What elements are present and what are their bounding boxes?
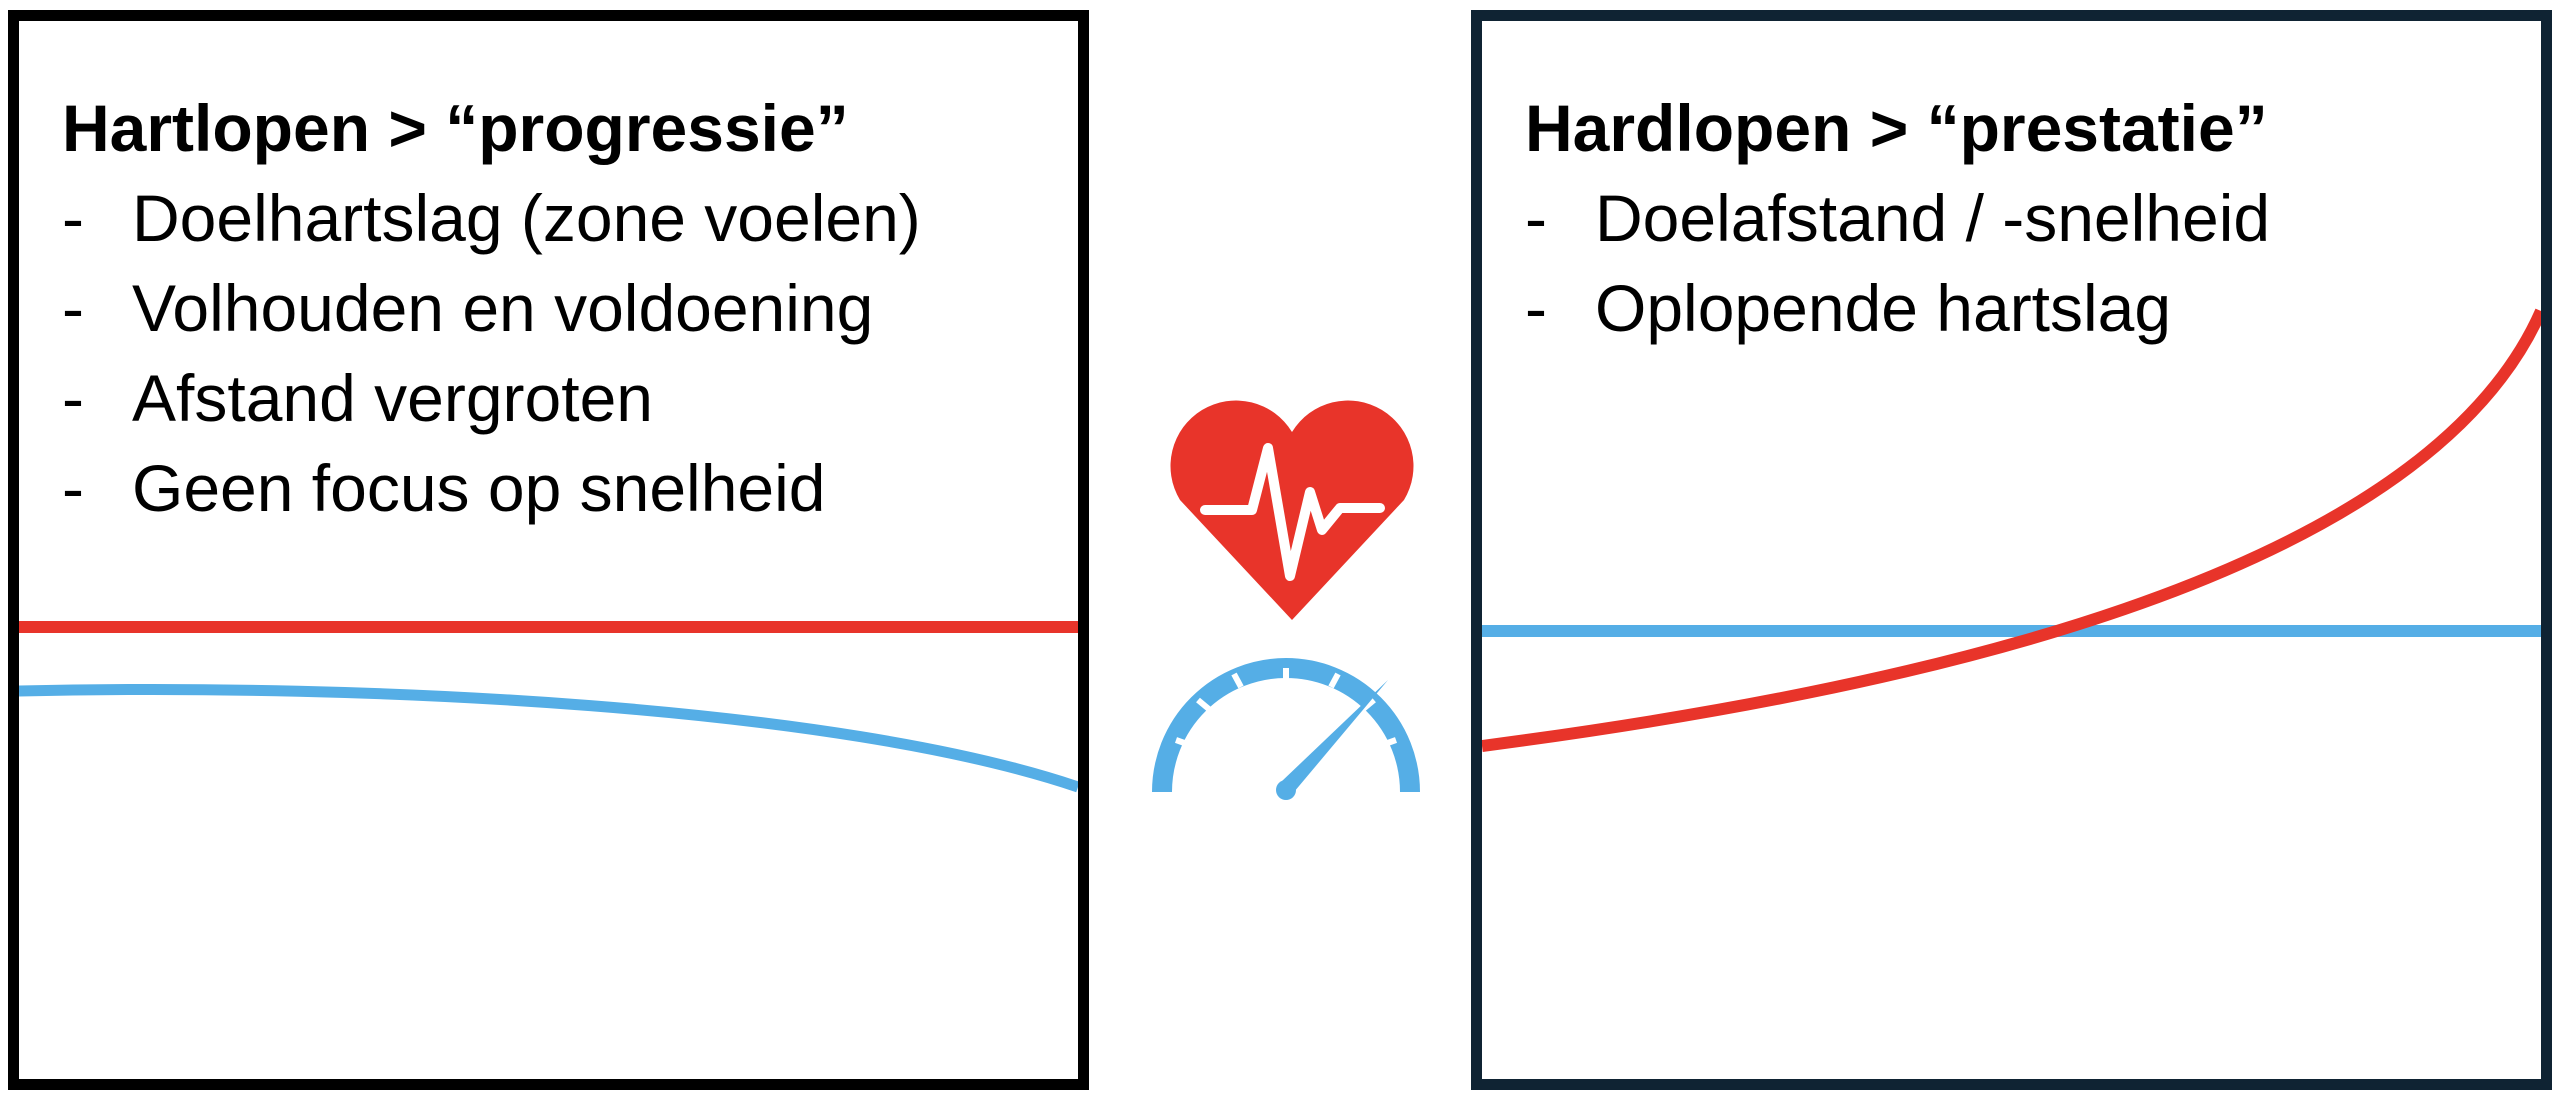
bullet-marker: - xyxy=(1525,271,1547,345)
bullet-text: Oplopende hartslag xyxy=(1595,271,2172,345)
list-item: -Oplopende hartslag xyxy=(1525,263,2521,353)
list-item: -Afstand vergroten xyxy=(62,353,1058,443)
bullet-marker: - xyxy=(62,271,84,345)
heart-rate-icon xyxy=(1170,400,1414,620)
right-panel: Hardlopen > “prestatie” -Doelafstand / -… xyxy=(1471,10,2552,1090)
left-curves xyxy=(19,621,1078,793)
bullet-text: Geen focus op snelheid xyxy=(132,451,826,525)
speedometer-icon xyxy=(1152,658,1420,800)
bullet-text: Afstand vergroten xyxy=(132,361,653,435)
bullet-text: Doelafstand / -snelheid xyxy=(1595,181,2271,255)
bullet-marker: - xyxy=(62,451,84,525)
right-curves xyxy=(1482,308,2541,752)
bullet-marker: - xyxy=(62,361,84,435)
list-item: -Volhouden en voldoening xyxy=(62,263,1058,353)
center-icons xyxy=(1152,400,1420,800)
bullet-marker: - xyxy=(1525,181,1547,255)
right-panel-text: Hardlopen > “prestatie” -Doelafstand / -… xyxy=(1525,83,2521,353)
speed-curve xyxy=(19,684,1078,793)
heart-rate-curve xyxy=(1482,308,2541,752)
bullet-text: Doelhartslag (zone voelen) xyxy=(132,181,921,255)
right-bullet-list: -Doelafstand / -snelheid -Oplopende hart… xyxy=(1525,173,2521,353)
bullet-marker: - xyxy=(62,181,84,255)
list-item: -Doelhartslag (zone voelen) xyxy=(62,173,1058,263)
list-item: -Doelafstand / -snelheid xyxy=(1525,173,2521,263)
left-panel-text: Hartlopen > “progressie” -Doelhartslag (… xyxy=(62,83,1058,533)
bullet-text: Volhouden en voldoening xyxy=(132,271,874,345)
left-panel-title: Hartlopen > “progressie” xyxy=(62,91,849,165)
left-bullet-list: -Doelhartslag (zone voelen) -Volhouden e… xyxy=(62,173,1058,533)
left-panel: Hartlopen > “progressie” -Doelhartslag (… xyxy=(8,10,1089,1090)
list-item: -Geen focus op snelheid xyxy=(62,443,1058,533)
right-panel-title: Hardlopen > “prestatie” xyxy=(1525,91,2268,165)
